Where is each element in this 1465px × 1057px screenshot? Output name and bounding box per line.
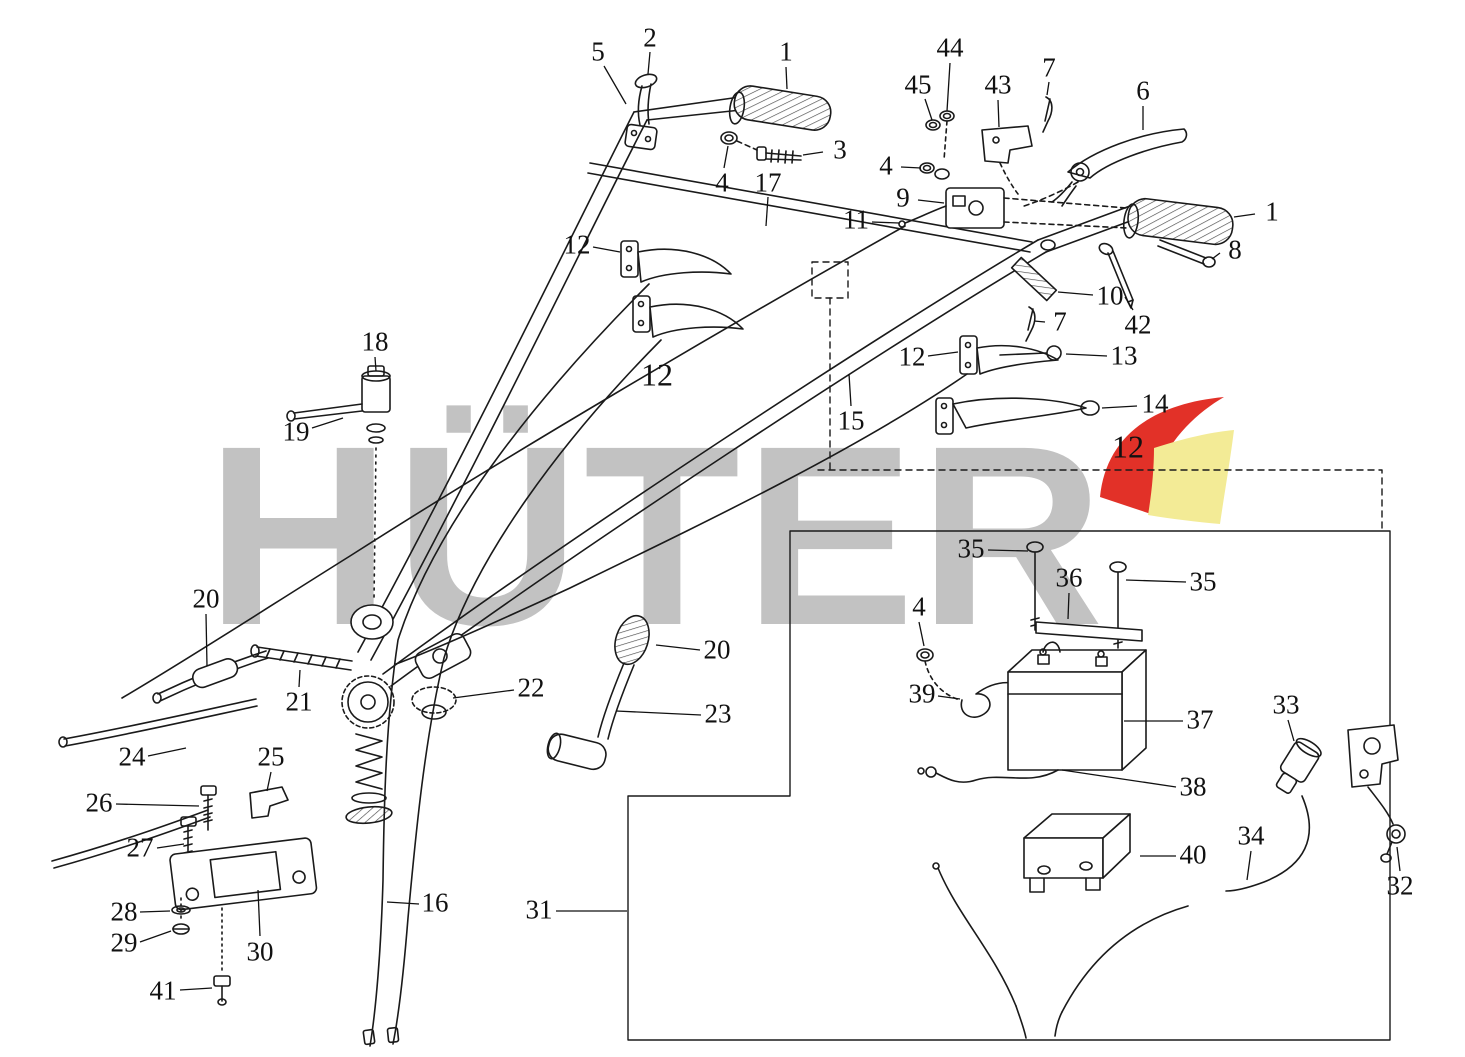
leader-line-7 — [1046, 81, 1050, 96]
leader-line-35 — [987, 549, 1029, 552]
leader-line-12 — [592, 246, 621, 253]
ignition-switch — [1275, 724, 1399, 794]
control-cables — [121, 225, 968, 1047]
leader-line-45 — [924, 98, 933, 121]
leader-line-34 — [1246, 850, 1252, 881]
mount-bolts — [180, 785, 217, 862]
leader-line-35 — [1125, 579, 1187, 583]
leader-line-13 — [1065, 353, 1108, 357]
leader-line-2 — [647, 51, 651, 75]
leader-line-39 — [937, 695, 961, 700]
leader-line-1 — [785, 66, 788, 90]
huter-flag-logo — [1100, 397, 1234, 524]
leader-line-16 — [386, 901, 420, 905]
leader-line-25 — [266, 771, 272, 792]
leader-line-28 — [139, 910, 171, 913]
cotter-pin-upper — [1042, 96, 1053, 133]
leader-line-18 — [374, 356, 377, 372]
lock-lever — [624, 73, 658, 151]
battery — [1007, 641, 1147, 771]
battery-bracket — [1023, 813, 1131, 893]
leader-line-1 — [1233, 213, 1256, 218]
leader-line-33 — [1287, 719, 1295, 742]
leader-line-12 — [927, 351, 959, 357]
harness-wires — [932, 862, 1189, 1039]
leader-line-4 — [918, 621, 925, 647]
kill-switch-assembly — [286, 365, 391, 601]
leader-line-32 — [1396, 846, 1401, 872]
shift-lever-knob — [546, 614, 650, 771]
leader-line-14 — [1101, 405, 1138, 409]
mount-bracket — [249, 786, 289, 819]
leader-line-5 — [603, 65, 627, 105]
mount-plate — [169, 837, 318, 1006]
leader-line-21 — [298, 669, 301, 688]
leader-line-41 — [179, 987, 213, 991]
leader-line-38 — [1061, 769, 1177, 788]
leader-line-22 — [452, 689, 515, 699]
lever-right-lower — [935, 397, 1100, 435]
handlebar-right-tube — [382, 205, 1134, 687]
leader-line-10 — [1057, 291, 1094, 296]
handle-pivot — [350, 604, 472, 680]
switch-housing — [898, 187, 1129, 229]
battery-bolts — [916, 541, 1143, 701]
clutch-lever-left-lower — [632, 295, 744, 338]
leader-line-20 — [655, 644, 701, 651]
leader-line-4 — [900, 166, 922, 169]
inset-boundary — [627, 261, 1391, 1041]
handlebar-left-tube — [357, 96, 742, 661]
grip-left — [728, 85, 832, 131]
throttle-bracket — [981, 125, 1033, 195]
leader-line-44 — [946, 62, 951, 112]
cross-brace-tube — [587, 162, 1033, 253]
bolt-and-nut — [720, 131, 802, 164]
leader-line-36 — [1067, 592, 1070, 620]
leader-line-42 — [1124, 296, 1134, 311]
lever-right-upper — [959, 335, 1062, 375]
leader-line-3 — [802, 151, 824, 156]
leader-line-19 — [311, 417, 344, 429]
leader-line-29 — [139, 930, 172, 943]
throttle-rod — [1157, 239, 1216, 268]
leader-line-15 — [848, 373, 852, 407]
clutch-lever-left-upper — [620, 240, 732, 283]
leader-line-23 — [615, 710, 702, 716]
battery-wire — [917, 766, 1059, 783]
cotter-pin-lower — [1025, 306, 1036, 342]
leader-line-30 — [257, 889, 261, 937]
leader-line-26 — [115, 803, 200, 807]
leader-line-9 — [917, 199, 945, 204]
leader-line-20 — [205, 613, 208, 667]
leader-line-17 — [765, 196, 769, 227]
leader-line-24 — [147, 747, 187, 757]
control-rods — [51, 698, 258, 869]
shift-rod-left — [152, 650, 269, 704]
throttle-lever — [1023, 128, 1188, 207]
ignition-cable — [1225, 795, 1311, 892]
leader-line-8 — [1211, 252, 1221, 260]
gear-cluster — [341, 675, 457, 825]
spring — [1010, 239, 1058, 302]
leader-line-7 — [1033, 320, 1046, 323]
small-fasteners — [919, 110, 955, 180]
leader-line-43 — [997, 99, 1000, 128]
cable-clamp — [1367, 786, 1406, 863]
drive-shaft — [250, 644, 353, 671]
leader-line-4 — [723, 145, 729, 169]
leader-line-27 — [156, 843, 185, 849]
long-bolt — [1098, 242, 1134, 309]
grip-right — [1122, 197, 1234, 246]
leader-line-11 — [871, 221, 900, 224]
leader-lines — [115, 51, 1401, 991]
